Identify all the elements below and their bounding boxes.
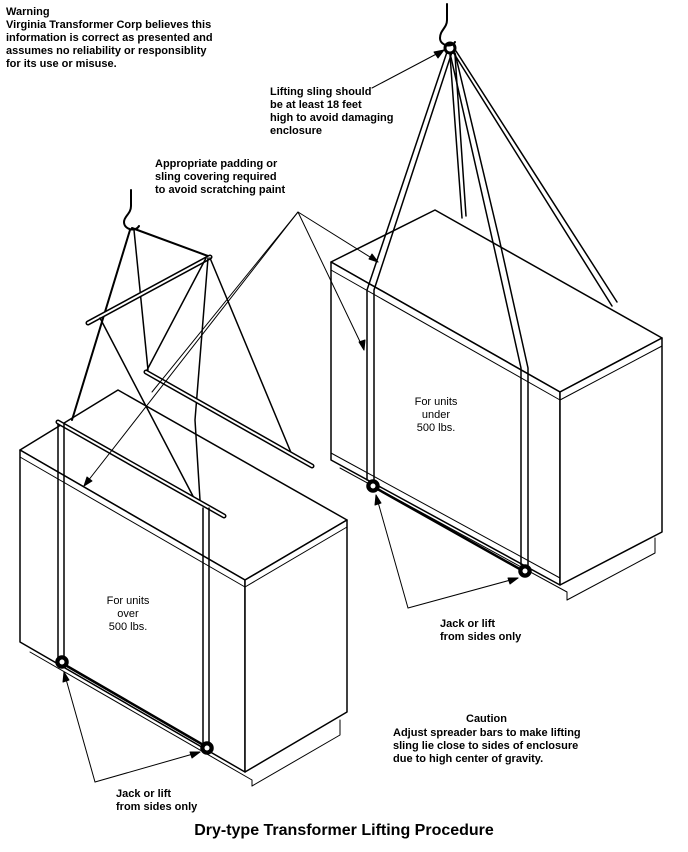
- small-unit-label: For units under 500 lbs.: [414, 396, 458, 434]
- caution-text: Adjust spreader bars to make lifting sli…: [393, 727, 581, 765]
- crane-hook-right: [439, 3, 456, 47]
- large-unit-lifting-assembly: [55, 189, 315, 755]
- small-unit-lifting-sling: [366, 3, 618, 578]
- small-enclosure-side: [559, 337, 663, 586]
- jack-note-right: Jack or lift from sides only: [440, 618, 522, 643]
- padding-note: Appropriate padding or sling covering re…: [155, 158, 286, 196]
- large-transformer-enclosure: [19, 389, 348, 787]
- caution-heading: Caution: [466, 713, 507, 725]
- large-enclosure-side: [244, 519, 348, 773]
- crane-hook-left: [123, 189, 140, 231]
- jack-note-left: Jack or lift from sides only: [116, 788, 198, 813]
- page-title: Dry-type Transformer Lifting Procedure: [194, 822, 494, 839]
- large-unit-label: For units over 500 lbs.: [106, 595, 150, 633]
- sling-height-note: Lifting sling should be at least 18 feet…: [270, 86, 394, 137]
- warning-heading: Warning: [6, 6, 50, 18]
- leader-lines: [62, 49, 519, 783]
- small-transformer-enclosure: [330, 209, 663, 601]
- warning-text: Virginia Transformer Corp believes this …: [6, 19, 213, 70]
